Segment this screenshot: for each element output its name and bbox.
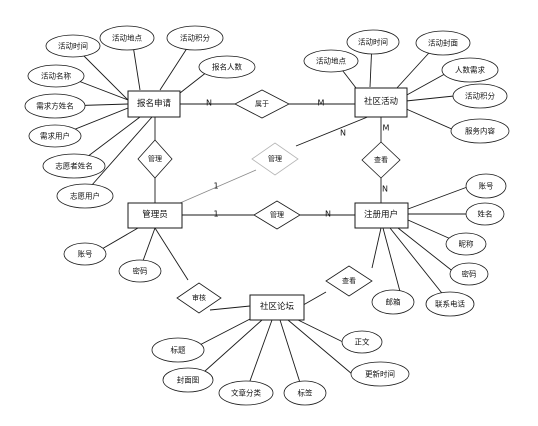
svg-text:账号: 账号 — [78, 250, 93, 259]
attr-forum-category: 文章分类 — [218, 380, 274, 406]
attr-user-email: 邮箱 — [371, 289, 415, 315]
attr-forum-updated-time: 更新时间 — [350, 361, 410, 387]
attr-activity-headcount: 人数需求 — [441, 57, 499, 83]
attr-registration-activity-time: 活动时间 — [45, 34, 101, 58]
svg-text:标签: 标签 — [298, 388, 313, 398]
svg-text:文章分类: 文章分类 — [231, 388, 261, 398]
rel-manage-activity-label: 管理 — [268, 154, 282, 163]
attr-registration-requester-user: 需求用户 — [28, 124, 82, 148]
rel-view-forum: 查看 — [325, 265, 373, 297]
rel-view-forum-label: 查看 — [342, 276, 356, 285]
svg-text:昵称: 昵称 — [459, 239, 474, 249]
svg-text:需求用户: 需求用户 — [40, 131, 70, 141]
svg-text:服务内容: 服务内容 — [465, 126, 495, 136]
svg-text:邮箱: 邮箱 — [386, 297, 401, 307]
attr-activity-cover: 活动封面 — [415, 30, 471, 56]
entity-admin: 管理员 — [127, 202, 183, 229]
svg-text:姓名: 姓名 — [478, 209, 493, 219]
attr-activity-location: 活动地点 — [303, 49, 359, 73]
attr-user-nickname: 昵称 — [445, 232, 487, 256]
card-users-managed: N — [325, 210, 331, 219]
entity-registered-user-label: 注册用户 — [364, 209, 398, 220]
card-reg-belongs: N — [206, 99, 212, 108]
rel-manage-activity: 管理 — [251, 142, 299, 176]
svg-text:活动名称: 活动名称 — [41, 71, 71, 81]
card-admin-manage-users: 1 — [213, 210, 218, 219]
entity-forum: 社区论坛 — [249, 294, 305, 321]
rel-review: 审核 — [176, 282, 222, 314]
attr-forum-body: 正文 — [341, 330, 383, 354]
attr-registration-volunteer-user: 志愿用户 — [56, 183, 114, 209]
entity-admin-label: 管理员 — [142, 209, 168, 220]
attr-registration-signup-count: 报名人数 — [198, 55, 256, 79]
svg-text:人数需求: 人数需求 — [455, 65, 485, 75]
svg-text:活动积分: 活动积分 — [180, 33, 210, 43]
rel-belongs-label: 属于 — [255, 100, 269, 108]
rel-manage-users: 管理 — [253, 200, 301, 230]
entity-community-activity: 社区活动 — [354, 87, 408, 118]
svg-text:更新时间: 更新时间 — [365, 369, 395, 379]
svg-text:志愿者姓名: 志愿者姓名 — [55, 161, 93, 171]
card-act-view: M — [383, 124, 390, 133]
attr-admin-password: 密码 — [118, 259, 162, 283]
svg-text:密码: 密码 — [133, 266, 148, 276]
rel-view-activity-label: 查看 — [374, 155, 388, 164]
card-admin-manage-act: 1 — [213, 182, 218, 191]
attr-registration-activity-points: 活动积分 — [166, 25, 224, 51]
attr-user-name: 姓名 — [465, 202, 505, 226]
attr-forum-cover-image: 封面图 — [162, 367, 214, 393]
svg-text:需求方姓名: 需求方姓名 — [36, 101, 74, 111]
rel-manage-users-label: 管理 — [270, 210, 284, 219]
attr-user-account: 账号 — [465, 173, 507, 199]
rel-view-activity: 查看 — [361, 141, 401, 179]
attr-activity-service-content: 服务内容 — [450, 118, 510, 144]
entity-community-activity-label: 社区活动 — [364, 96, 399, 107]
card-act-belongs: M — [318, 99, 325, 108]
svg-text:活动时间: 活动时间 — [358, 37, 388, 47]
attr-user-password: 密码 — [449, 262, 489, 286]
card-act-manage: N — [340, 129, 346, 138]
attr-registration-requester-name: 需求方姓名 — [24, 93, 86, 119]
attr-user-phone: 联系电话 — [425, 291, 475, 317]
svg-text:活动地点: 活动地点 — [316, 56, 346, 66]
card-user-view: N — [382, 185, 388, 194]
rel-manage-registration-label: 管理 — [148, 154, 162, 163]
svg-text:活动封面: 活动封面 — [428, 38, 458, 48]
svg-text:账号: 账号 — [479, 182, 494, 191]
attr-registration-activity-name: 活动名称 — [27, 64, 85, 88]
entity-registration: 报名申请 — [127, 90, 181, 118]
attr-activity-points: 活动积分 — [452, 83, 508, 109]
rel-review-label: 审核 — [192, 293, 206, 302]
svg-text:活动地点: 活动地点 — [112, 33, 142, 43]
attr-registration-volunteer-name: 志愿者姓名 — [42, 153, 106, 179]
entity-registration-label: 报名申请 — [137, 98, 172, 109]
svg-text:联系电话: 联系电话 — [435, 299, 465, 309]
attr-activity-time: 活动时间 — [346, 29, 400, 55]
svg-text:密码: 密码 — [462, 269, 477, 279]
attr-forum-title: 标题 — [151, 337, 205, 363]
svg-text:报名人数: 报名人数 — [212, 62, 242, 72]
svg-text:活动积分: 活动积分 — [465, 91, 495, 101]
svg-text:封面图: 封面图 — [177, 375, 200, 385]
attr-forum-tags: 标签 — [283, 380, 327, 406]
attr-admin-account: 账号 — [63, 242, 107, 266]
svg-text:正文: 正文 — [355, 337, 370, 347]
svg-text:活动时间: 活动时间 — [58, 41, 88, 51]
svg-text:志愿用户: 志愿用户 — [70, 191, 100, 201]
rel-manage-registration: 管理 — [137, 139, 173, 179]
entity-registered-user: 注册用户 — [354, 202, 409, 229]
attr-registration-activity-location: 活动地点 — [99, 25, 155, 51]
cardinality-labels: N M 1 N M N 1 N — [206, 99, 390, 219]
entity-forum-label: 社区论坛 — [260, 301, 295, 312]
svg-text:标题: 标题 — [171, 345, 186, 355]
rel-belongs: 属于 — [234, 89, 290, 119]
